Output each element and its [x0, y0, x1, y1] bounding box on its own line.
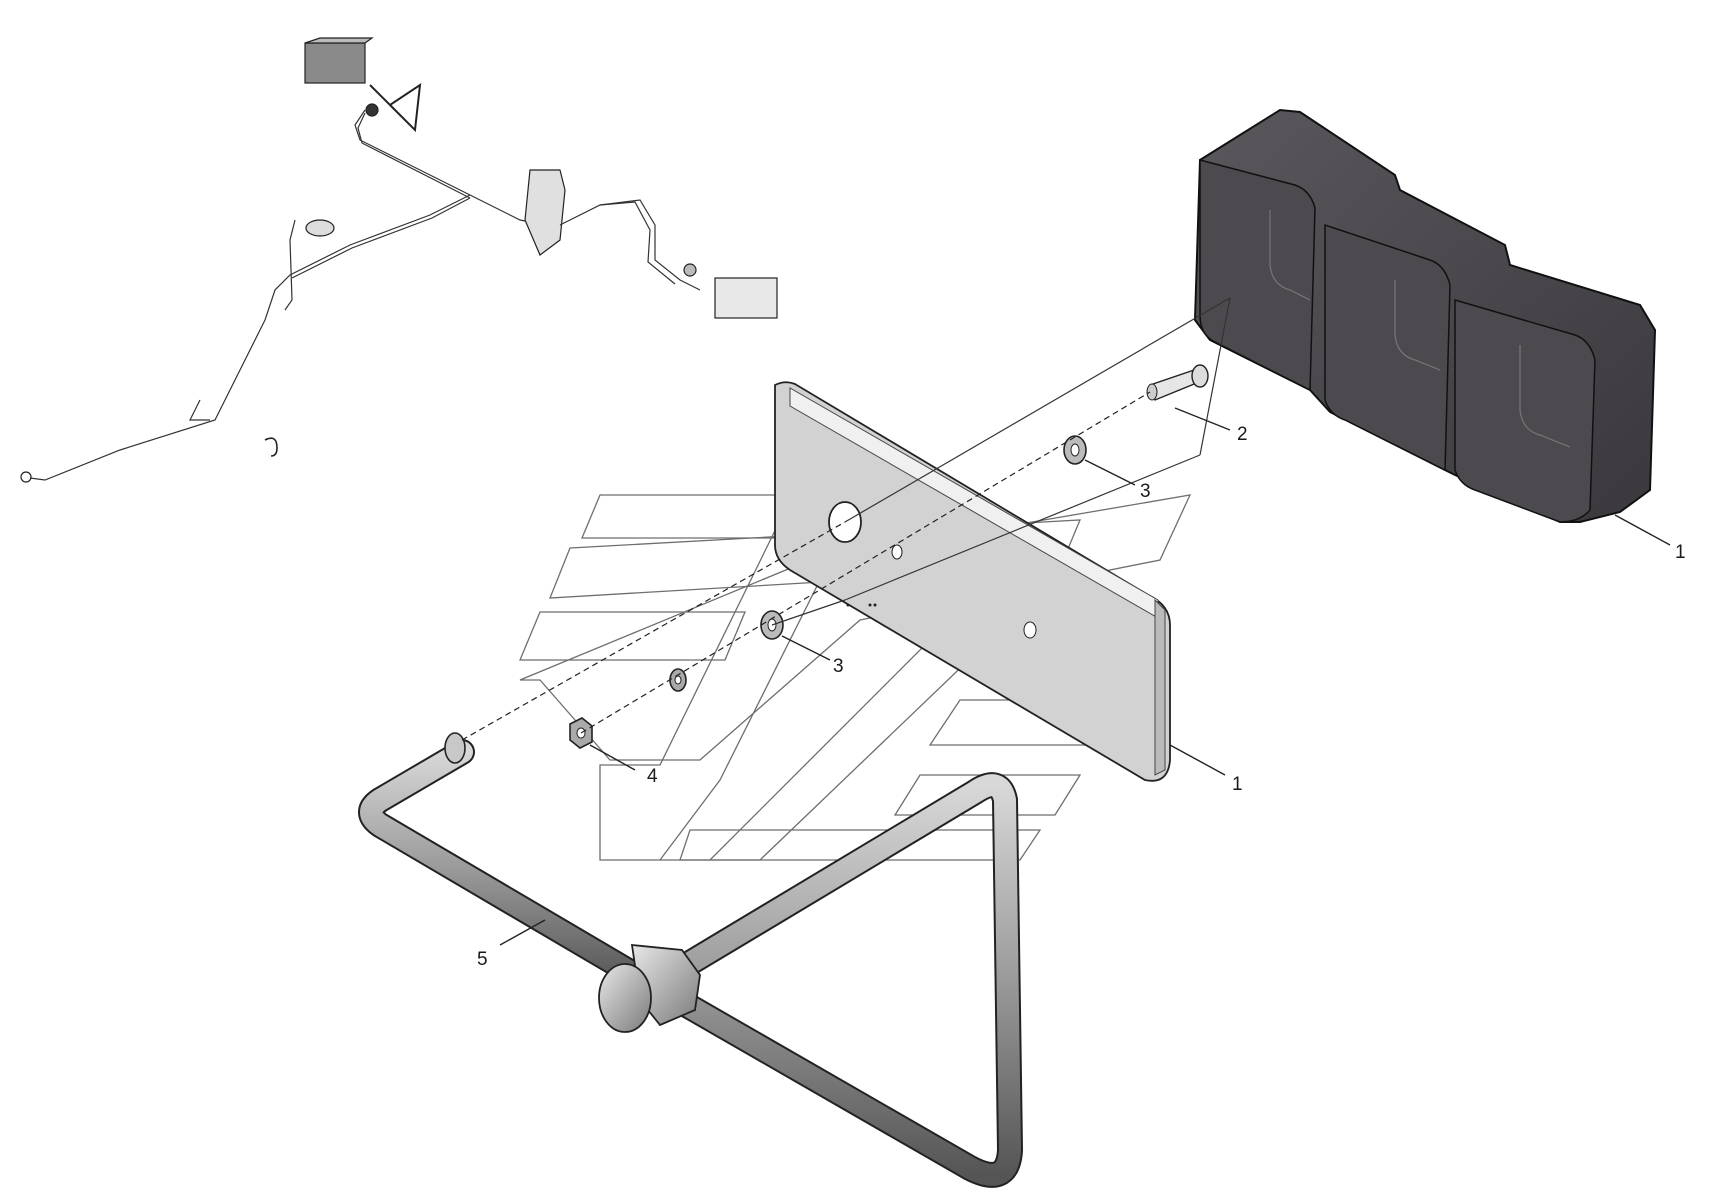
bolt	[1146, 364, 1209, 401]
harness-grommet	[305, 219, 335, 237]
callout-2-bolt: 2	[1237, 424, 1248, 445]
callout-3-upper: 3	[1140, 481, 1151, 502]
callout-3-lower: 3	[833, 656, 844, 677]
connector-block-right	[714, 277, 778, 319]
connector-block-top	[304, 42, 366, 84]
triangle-bracket	[358, 732, 1023, 1188]
wiring-harness	[20, 37, 778, 483]
callout-5-bracket: 5	[477, 949, 488, 970]
plate-right-hole	[1023, 621, 1037, 639]
assembly-lines	[461, 297, 1231, 741]
callouts: 1 1 2 3 3 4 5	[477, 407, 1686, 970]
callout-1-lamp: 1	[1675, 542, 1686, 563]
plate-small-hole	[891, 544, 903, 560]
callout-1-plate: 1	[1232, 774, 1243, 795]
bracket-knob	[598, 943, 701, 1033]
spring-washer	[669, 668, 687, 692]
rear-lamp-housing	[1193, 108, 1657, 523]
washer-upper	[1063, 435, 1087, 465]
reflector-plate	[774, 381, 1171, 782]
callout-4-nut: 4	[647, 766, 658, 787]
